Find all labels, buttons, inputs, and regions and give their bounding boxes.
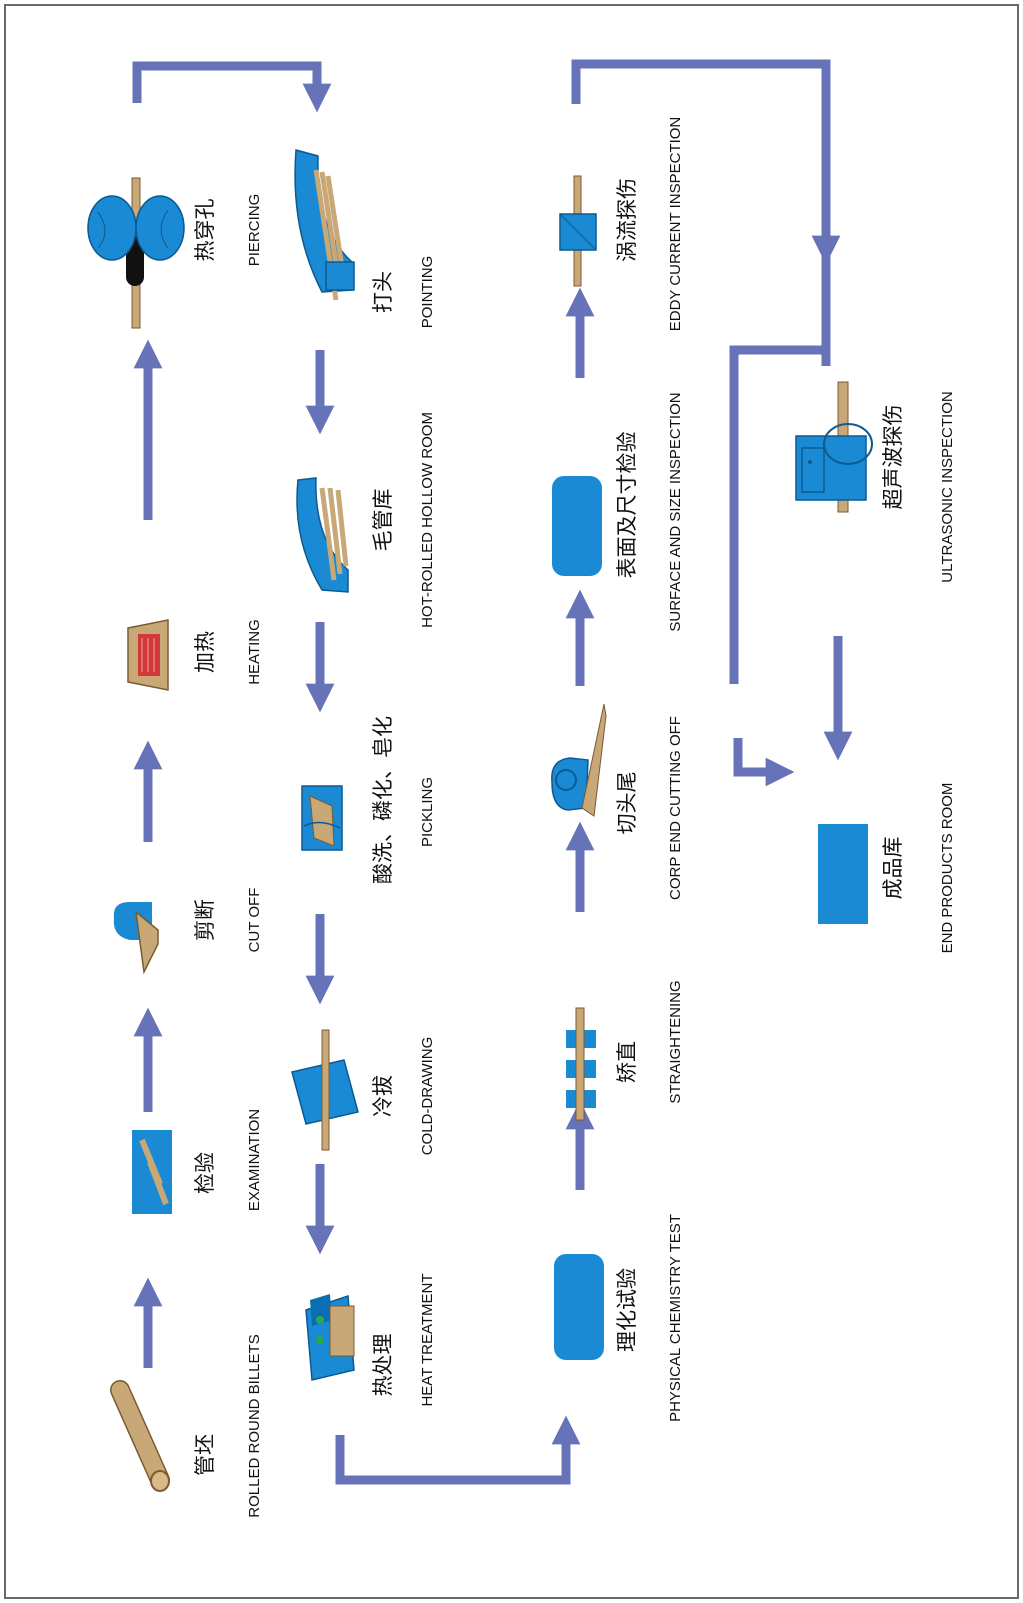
label-endroom-zh: 成品库 bbox=[881, 837, 905, 900]
label-colddraw-zh: 冷拔 bbox=[371, 1075, 395, 1117]
pickling-tank-icon bbox=[301, 785, 343, 851]
label-eddy-en: EDDY CURRENT INSPECTION bbox=[667, 117, 684, 331]
straightener-rolls-icon bbox=[566, 1007, 596, 1121]
label-ultrasonic-en: ULTRASONIC INSPECTION bbox=[939, 391, 956, 582]
label-ultrasonic-zh: 超声波探伤 bbox=[881, 405, 905, 510]
label-surface-en: SURFACE AND SIZE INSPECTION bbox=[667, 392, 684, 631]
test-block-icon bbox=[554, 1254, 604, 1360]
label-cropend-zh: 切头尾 bbox=[615, 772, 639, 835]
label-cropend-en: CORP END CUTTING OFF bbox=[667, 716, 684, 900]
hollow-storage-icon bbox=[296, 477, 349, 593]
eddy-current-probe-icon bbox=[559, 175, 597, 287]
step-labels: 管坯 ROLLED ROUND BILLETS 检验 EXAMINATION 剪… bbox=[193, 117, 956, 1518]
label-heattreat-zh: 热处理 bbox=[371, 1334, 395, 1397]
label-exam-en: EXAMINATION bbox=[246, 1109, 263, 1211]
label-piercing-en: PIERCING bbox=[246, 194, 263, 267]
label-eddy-zh: 涡流探伤 bbox=[615, 178, 639, 262]
label-pickling-zh: 酸洗、磷化、皂化 bbox=[371, 716, 395, 884]
pointing-machine-icon bbox=[294, 149, 355, 301]
label-heattreat-en: HEAT TREATMENT bbox=[419, 1273, 436, 1406]
arrow-eddy-to-ultrasonic bbox=[571, 59, 841, 265]
label-heating-zh: 加热 bbox=[193, 631, 217, 673]
page-border bbox=[4, 4, 1019, 1599]
label-cutoff-zh: 剪断 bbox=[193, 899, 217, 941]
label-billets-en: ROLLED ROUND BILLETS bbox=[246, 1334, 263, 1517]
arrow-piercing-to-pointing bbox=[132, 61, 332, 113]
crop-saw-icon bbox=[551, 703, 607, 817]
label-exam-zh: 检验 bbox=[193, 1152, 217, 1194]
label-physchem-en: PHYSICAL CHEMISTRY TEST bbox=[667, 1214, 684, 1422]
label-colddraw-en: COLD-DRAWING bbox=[419, 1037, 436, 1156]
label-billets-zh: 管坯 bbox=[193, 1434, 217, 1476]
round-billet-icon bbox=[110, 1380, 170, 1492]
label-heating-en: HEATING bbox=[246, 619, 263, 685]
shear-blade-icon bbox=[113, 902, 159, 975]
label-hollow-zh: 毛管库 bbox=[371, 489, 395, 552]
flow-arrows bbox=[132, 59, 853, 1485]
arrow-bypass-to-endroom bbox=[733, 738, 795, 787]
inspection-block-icon bbox=[552, 476, 602, 576]
label-hollow-en: HOT-ROLLED HOLLOW ROOM bbox=[419, 412, 436, 628]
label-endroom-en: END PRODUCTS ROOM bbox=[939, 783, 956, 954]
cold-draw-die-icon bbox=[291, 1029, 359, 1151]
ultrasonic-tester-icon bbox=[795, 381, 873, 513]
label-cutoff-en: CUT OFF bbox=[246, 888, 263, 953]
label-straighten-zh: 矫直 bbox=[615, 1041, 639, 1083]
label-physchem-zh: 理化试验 bbox=[615, 1268, 639, 1352]
label-surface-zh: 表面及尺寸检验 bbox=[615, 432, 639, 579]
label-pointing-zh: 打头 bbox=[371, 271, 395, 313]
connector-bypass bbox=[729, 345, 826, 684]
inspection-plate-icon bbox=[132, 1130, 172, 1214]
label-pickling-en: PICKLING bbox=[419, 777, 436, 847]
label-piercing-zh: 热穿孔 bbox=[193, 199, 217, 262]
heat-treatment-furnace-icon bbox=[305, 1294, 355, 1381]
label-straighten-en: STRAIGHTENING bbox=[667, 980, 684, 1103]
furnace-icon bbox=[127, 619, 169, 691]
arrow-heattreat-to-physchem bbox=[335, 1415, 581, 1485]
piercing-mill-icon bbox=[87, 177, 185, 329]
label-pointing-en: POINTING bbox=[419, 256, 436, 329]
warehouse-block-icon bbox=[818, 824, 868, 924]
